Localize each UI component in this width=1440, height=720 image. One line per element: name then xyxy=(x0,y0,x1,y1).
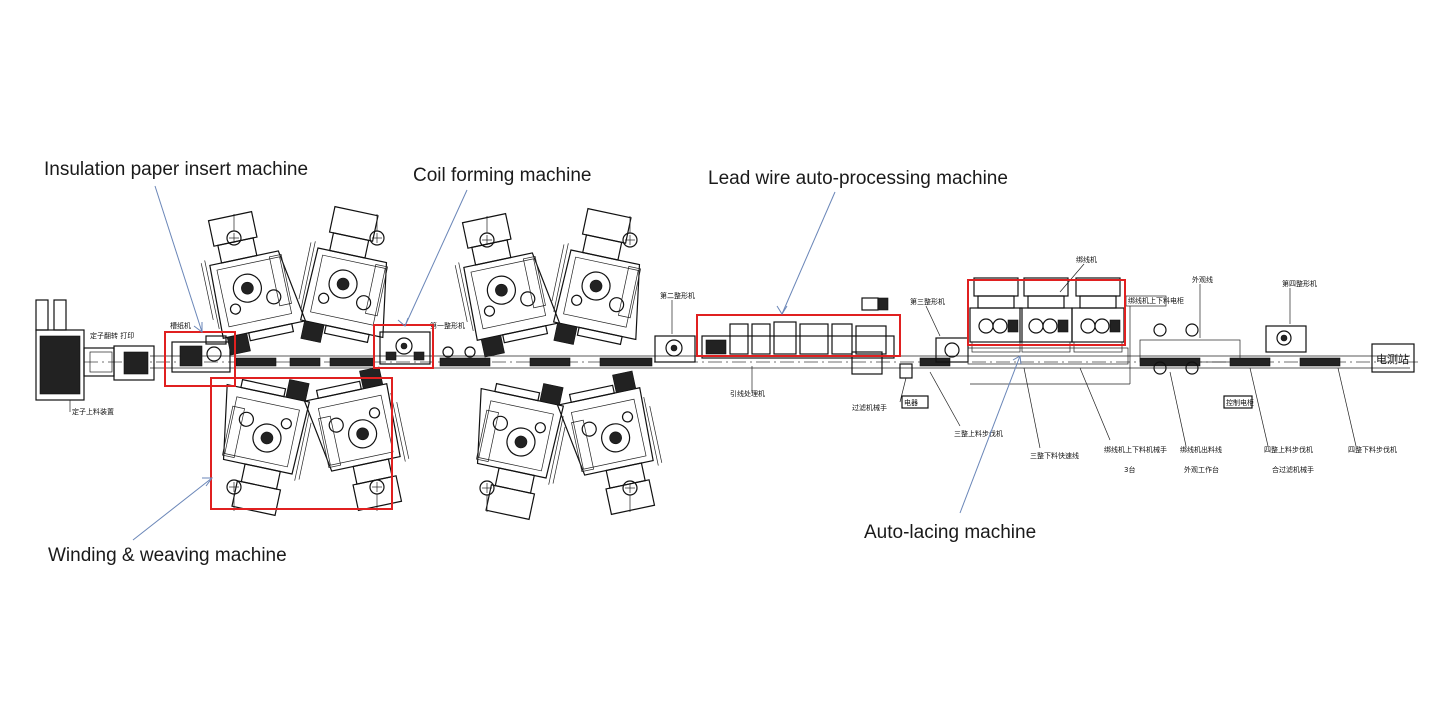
lacing-count-label: 3台 xyxy=(1124,465,1135,474)
coil-forming-machine-drawing: 第一整形机 xyxy=(379,321,476,365)
lacing-transfer-label: 绑线机出料线 xyxy=(1180,445,1222,454)
winding-stations-upper xyxy=(192,202,661,360)
fourth-robot-label: 合过滤机械手 xyxy=(1272,465,1314,474)
shaping3-label: 第三整形机 xyxy=(910,297,945,306)
shaping4-label: 第四整形机 xyxy=(1282,279,1317,288)
power-box-label: 电器 xyxy=(904,398,918,407)
callout-coil-forming: Coil forming machine xyxy=(413,165,591,186)
auto-lacing-machines-drawing: 绑线机 绑线机上下料电柜 三整下料快速线 绑线机上下料机械手 3台 xyxy=(967,255,1184,474)
power-box2-label: 控制电柜 xyxy=(1226,398,1254,407)
winding-stations-lower xyxy=(202,364,671,524)
callout-winding-weaving: Winding & weaving machine xyxy=(48,545,287,566)
test-station-label: 电测站 xyxy=(1376,352,1409,366)
leader-insulation xyxy=(154,185,203,333)
third-fast-label: 三整下料快速线 xyxy=(1030,451,1079,460)
lead-wire-machine-drawing: 引线处理机 xyxy=(701,297,895,398)
outside-line-label: 外观线 xyxy=(1192,275,1213,284)
third-load-label: 三整上料步伐机 xyxy=(954,429,1003,438)
highlight-winding-weaving xyxy=(210,377,393,510)
leader-winding xyxy=(132,477,213,541)
highlight-lead-wire xyxy=(696,314,901,357)
inspection-area: 外观线 绑线机出料线 外观工作台 控制电柜 第四整形机 四整上料步伐机 合过滤机… xyxy=(1139,275,1415,474)
stator-insert-label: 定子翻转 打印 xyxy=(90,331,134,340)
lead-proc-label: 引线处理机 xyxy=(730,389,765,398)
leader-coil xyxy=(404,189,468,327)
callout-insulation-paper: Insulation paper insert machine xyxy=(44,159,308,180)
callout-lead-wire: Lead wire auto-processing machine xyxy=(708,168,1008,189)
up-down-label: 绑线机上下料电柜 xyxy=(1128,296,1184,305)
highlight-auto-lacing xyxy=(967,279,1126,346)
third-shaping-area: 第三整形机 过滤机械手 电器 三整上料步伐机 xyxy=(852,297,1003,438)
fourth-load-label: 四整上料步伐机 xyxy=(1264,445,1313,454)
leader-lacing xyxy=(959,355,1021,514)
callout-auto-lacing: Auto-lacing machine xyxy=(864,522,1036,543)
shaping2-label: 第二整形机 xyxy=(660,291,695,300)
stator-loading-unit: 定子翻转 打印 定子上料装置 xyxy=(35,299,155,416)
filter-robot-label: 过滤机械手 xyxy=(852,403,887,412)
highlight-insulation-paper xyxy=(164,331,236,387)
outside-bench-label: 外观工作台 xyxy=(1184,465,1219,474)
second-shaping-machine: 第二整形机 xyxy=(654,291,696,363)
stator-load-label: 定子上料装置 xyxy=(72,407,114,416)
insert-machine-label: 槽纸机 xyxy=(170,321,191,330)
lacing-machine-label: 绑线机 xyxy=(1076,255,1097,264)
lacing-robot-label: 绑线机上下料机械手 xyxy=(1104,445,1167,454)
fourth-out-label: 四整下料步伐机 xyxy=(1348,445,1397,454)
shaping1-label: 第一整形机 xyxy=(430,321,465,330)
insulation-paper-machine-drawing: 槽纸机 xyxy=(170,321,231,373)
leader-lead xyxy=(781,191,836,315)
